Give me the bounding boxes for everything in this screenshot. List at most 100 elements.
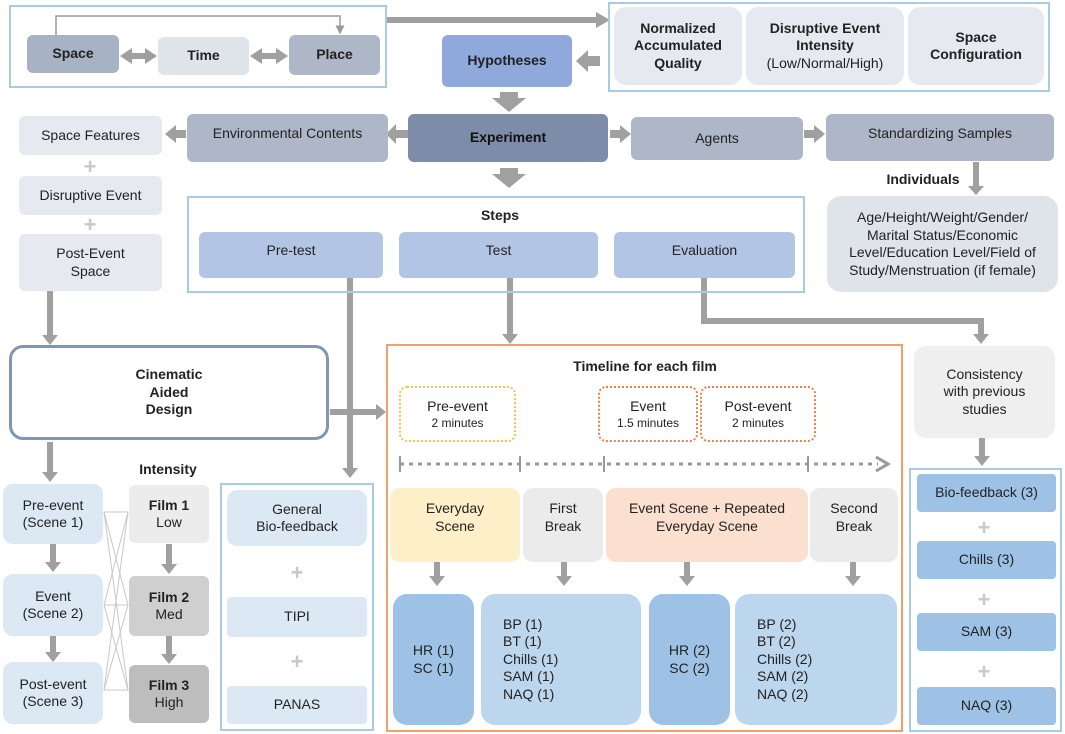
- measures-hr-sc-2-box: HR (2) SC (2): [649, 594, 730, 725]
- normalized-quality-box: Normalized Accumulated Quality: [614, 7, 742, 85]
- panas-label: PANAS: [273, 696, 321, 713]
- tipi-label: TIPI: [284, 608, 310, 625]
- measures-hr-sc-2: HR (2) SC (2): [668, 642, 711, 676]
- eval-naq-box: NAQ (3): [917, 687, 1056, 725]
- evaluation-list-frame: [909, 468, 1062, 732]
- post-event-label: Post-event: [724, 398, 792, 414]
- second-break-box: Second Break: [810, 488, 898, 562]
- event-scene-label: Event Scene + Repeated Everyday Scene: [628, 500, 786, 534]
- normalized-quality-label: Normalized Accumulated Quality: [634, 19, 722, 71]
- event-label: Event: [630, 398, 666, 414]
- first-break-label: First Break: [544, 500, 582, 534]
- eval-naq-label: NAQ (3): [960, 697, 1013, 714]
- general-biofeedback-box: General Bio-feedback: [227, 490, 367, 546]
- first-break-box: First Break: [523, 488, 603, 562]
- event-duration: 1.5 minutes: [616, 416, 680, 430]
- film-1-name: Film 1: [148, 496, 190, 513]
- individuals-title: Individuals: [886, 171, 960, 187]
- everyday-scene-label: Everyday Scene: [425, 500, 485, 534]
- plus-icon: +: [290, 649, 304, 674]
- post-event-space-label: Post-Event Space: [56, 245, 125, 279]
- pretest-box: Pre-test: [199, 232, 383, 278]
- cinematic-aided-design-label: Cinematic Aided Design: [135, 366, 203, 418]
- place-box: Place: [289, 35, 380, 75]
- steps-title: Steps: [480, 207, 520, 223]
- disruptive-intensity-box: Disruptive Event Intensity (Low/Normal/H…: [746, 7, 904, 85]
- tipi-box: TIPI: [227, 597, 367, 637]
- time-label: Time: [187, 47, 220, 64]
- measures-set-2-box: BP (2) BT (2) Chills (2) SAM (2) NAQ (2): [735, 594, 897, 725]
- post-event-duration: 2 minutes: [731, 416, 785, 430]
- measures-hr-sc-1: HR (1) SC (1): [412, 642, 455, 676]
- agents-box: Agents: [631, 117, 803, 160]
- scene-3-box: Post-event (Scene 3): [3, 662, 103, 724]
- scene-2-box: Event (Scene 2): [3, 574, 103, 636]
- space-configuration-label: Space Configuration: [930, 28, 1022, 63]
- pre-event-label: Pre-event: [427, 398, 488, 414]
- disruptive-event-box: Disruptive Event: [19, 176, 162, 215]
- second-break-label: Second Break: [830, 500, 878, 534]
- environmental-contents-box: Environmental Contents: [187, 114, 388, 162]
- plus-icon: +: [977, 659, 991, 684]
- scene-1-label: Pre-event (Scene 1): [22, 496, 84, 531]
- plus-icon: +: [977, 515, 991, 540]
- plus-icon: +: [977, 587, 991, 612]
- general-biofeedback-label: General Bio-feedback: [256, 500, 338, 535]
- everyday-scene-box: Everyday Scene: [390, 488, 520, 562]
- film-1-level: Low: [156, 514, 182, 530]
- agents-label: Agents: [695, 129, 739, 146]
- film-3-level: High: [154, 694, 184, 710]
- eval-biofeedback-label: Bio-feedback (3): [935, 484, 1038, 501]
- post-event-space-box: Post-Event Space: [19, 234, 162, 291]
- timeline-frame: [386, 344, 903, 732]
- eval-sam-label: SAM (3): [960, 623, 1013, 640]
- plus-icon: +: [83, 212, 97, 237]
- space-label: Space: [52, 45, 94, 62]
- hypotheses-box: Hypotheses: [442, 35, 572, 87]
- film-2-name: Film 2: [148, 588, 190, 605]
- space-features-label: Space Features: [41, 126, 140, 143]
- post-event-time-box: Post-event 2 minutes: [700, 386, 816, 442]
- eval-chills-label: Chills (3): [958, 551, 1015, 568]
- space-configuration-box: Space Configuration: [908, 7, 1044, 85]
- test-label: Test: [485, 242, 512, 258]
- cinematic-aided-design-box: Cinematic Aided Design: [9, 345, 329, 440]
- pretest-label: Pre-test: [266, 242, 316, 258]
- pre-event-duration: 2 minutes: [431, 416, 484, 430]
- eval-chills-box: Chills (3): [917, 541, 1056, 579]
- event-scene-box: Event Scene + Repeated Everyday Scene: [606, 488, 808, 562]
- scene-1-box: Pre-event (Scene 1): [3, 484, 103, 544]
- pretest-list-frame: [220, 483, 374, 731]
- eval-sam-box: SAM (3): [917, 613, 1056, 651]
- space-time-place-frame: [9, 5, 387, 88]
- pre-event-time-box: Pre-event 2 minutes: [399, 386, 516, 442]
- consistency-box: Consistency with previous studies: [914, 346, 1055, 438]
- place-label: Place: [316, 46, 353, 63]
- space-features-box: Space Features: [19, 116, 162, 155]
- time-box: Time: [158, 37, 249, 75]
- hypotheses-criteria-frame: [608, 2, 1050, 92]
- environmental-contents-label: Environmental Contents: [212, 125, 363, 141]
- plus-icon: +: [290, 560, 304, 585]
- measures-hr-sc-1-box: HR (1) SC (1): [393, 594, 474, 725]
- film-2-box: Film 2 Med: [129, 576, 209, 636]
- disruptive-intensity-subtitle: (Low/Normal/High): [766, 54, 884, 71]
- film-3-box: Film 3 High: [129, 665, 209, 723]
- intensity-title: Intensity: [139, 461, 197, 477]
- standardizing-samples-box: Standardizing Samples: [826, 114, 1054, 161]
- timeline-title: Timeline for each film: [573, 358, 717, 374]
- experiment-label: Experiment: [469, 129, 547, 146]
- panas-box: PANAS: [227, 686, 367, 724]
- steps-frame: [187, 196, 805, 293]
- scene-3-label: Post-event (Scene 3): [19, 675, 87, 710]
- disruptive-intensity-title: Disruptive Event Intensity: [769, 19, 881, 54]
- film-3-name: Film 3: [148, 676, 190, 693]
- scene-2-label: Event (Scene 2): [22, 587, 84, 622]
- experiment-box: Experiment: [408, 114, 608, 162]
- standardizing-samples-label: Standardizing Samples: [868, 125, 1012, 141]
- consistency-label: Consistency with previous studies: [943, 365, 1026, 417]
- space-box: Space: [27, 35, 119, 73]
- individuals-description: Age/Height/Weight/Gender/ Marital Status…: [849, 209, 1036, 278]
- hypotheses-label: Hypotheses: [467, 52, 547, 69]
